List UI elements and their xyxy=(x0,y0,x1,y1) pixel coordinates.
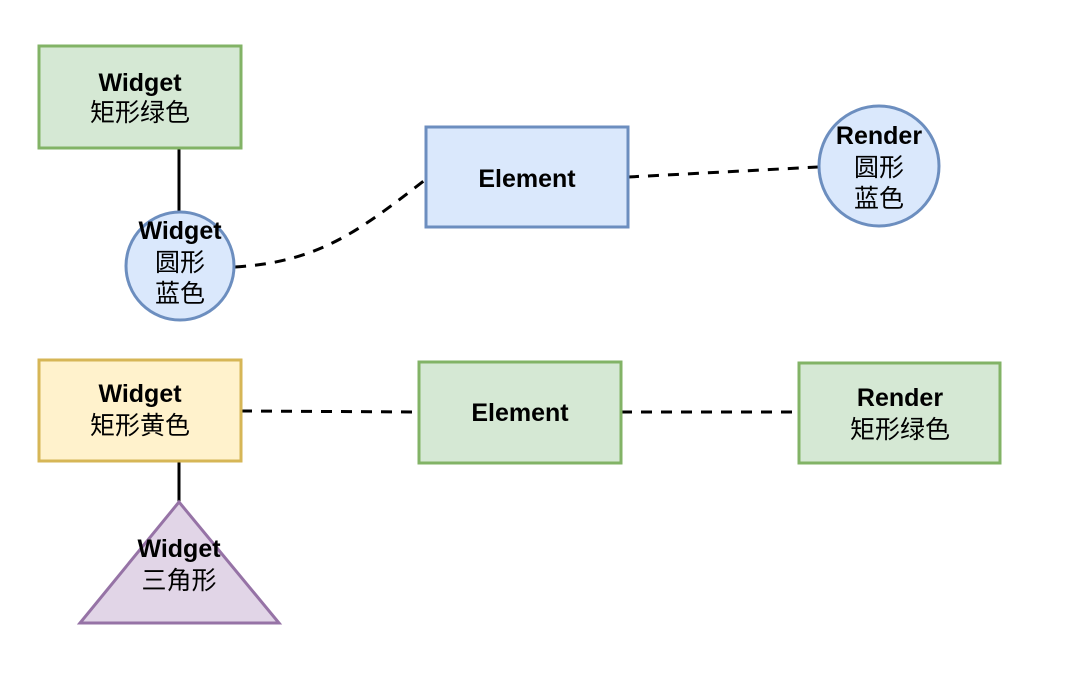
edge-element-blue-to-render-circle xyxy=(627,165,819,179)
render-rect-green-subtitle: 矩形绿色 xyxy=(850,416,950,444)
widget-rect-green-node[interactable]: Widget 矩形绿色 xyxy=(37,44,243,150)
widget-triangle-node[interactable]: Widget 三角形 xyxy=(76,499,283,625)
render-circle-blue-node[interactable]: Render 圆形 蓝色 xyxy=(817,104,941,228)
render-rect-green-node[interactable]: Render 矩形绿色 xyxy=(797,361,1002,465)
widget-rect-green-title: Widget xyxy=(98,69,182,97)
edge-widget-circle-to-element-blue xyxy=(234,178,426,269)
widget-triangle-title: Widget xyxy=(137,535,221,563)
render-circle-blue-title: Render xyxy=(836,122,922,150)
widget-circle-blue-line2: 蓝色 xyxy=(155,280,205,308)
render-circle-blue-line1: 圆形 xyxy=(854,154,904,182)
element-blue-title: Element xyxy=(478,165,576,193)
render-circle-blue-line2: 蓝色 xyxy=(854,185,904,213)
widget-circle-blue-line1: 圆形 xyxy=(155,249,205,277)
element-green-node[interactable]: Element xyxy=(417,360,623,465)
widget-rect-green-subtitle: 矩形绿色 xyxy=(90,99,190,127)
widget-circle-blue-title: Widget xyxy=(138,217,222,245)
edge-widget-yellow-to-element-green xyxy=(240,409,420,414)
widget-rect-yellow-title: Widget xyxy=(98,380,182,408)
render-rect-green-title: Render xyxy=(857,384,943,412)
widget-circle-blue-node[interactable]: Widget 圆形 蓝色 xyxy=(124,210,236,322)
element-green-title: Element xyxy=(471,399,569,427)
element-blue-node[interactable]: Element xyxy=(424,125,630,229)
widget-rect-yellow-node[interactable]: Widget 矩形黄色 xyxy=(37,358,243,463)
widget-rect-yellow-subtitle: 矩形黄色 xyxy=(90,412,190,440)
widget-triangle-subtitle: 三角形 xyxy=(141,567,216,595)
